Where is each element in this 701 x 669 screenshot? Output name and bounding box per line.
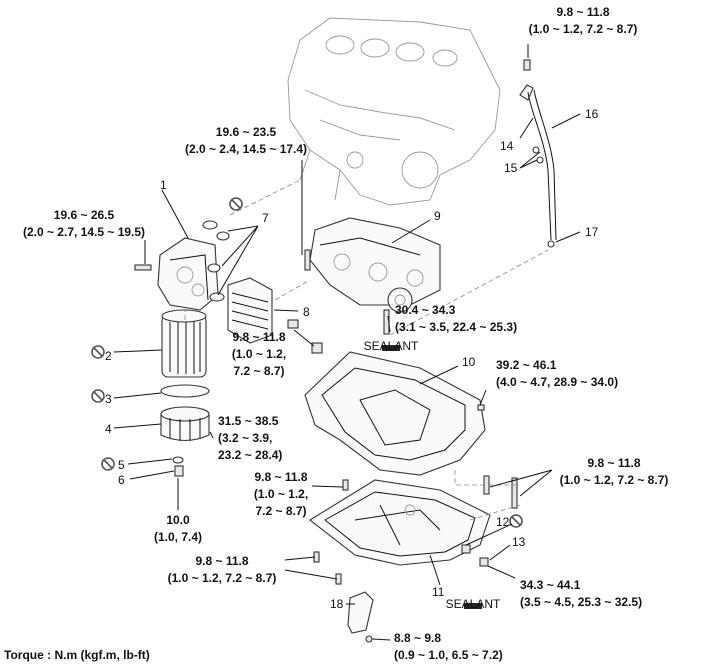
callout-3: 3 [105,392,112,406]
no-reuse-icon [91,345,105,359]
callout-9: 9 [434,209,441,223]
torque-drain-plug-value: 34.3 ~ 44.1 [520,578,581,592]
torque-dipstick-bolt-value: 9.8 ~ 11.8 [556,5,609,19]
torque-cooler-units-1: (1.0 ~ 1.2, [232,347,286,361]
torque-drain-value: 10.0 [166,513,190,527]
sealant-tag-lower: SEALANT [446,597,501,611]
no-reuse-icon [91,389,105,403]
upper-oil-pan [304,351,486,491]
sealant-tags: SEALANT SEALANT [364,339,501,611]
oil-cooler [227,277,323,354]
callout-17: 17 [585,225,599,239]
torque-bracket-value: 8.8 ~ 9.8 [394,631,441,645]
do-not-reuse-symbols [91,197,523,528]
callout-1: 1 [160,178,167,192]
torque-lower-pan-left-units: (1.0 ~ 1.2, 7.2 ~ 8.7) [168,571,277,585]
torque-upper-pan-value: 39.2 ~ 46.1 [496,358,557,372]
torque-cooler-units-2: 7.2 ~ 8.7) [233,364,284,378]
engine-block [287,17,501,206]
torque-lower-pan-top-value: 9.8 ~ 11.8 [254,470,307,484]
callout-15: 15 [504,161,518,175]
torque-unit-legend: Torque : N.m (kgf.m, lb-ft) [4,648,150,662]
callout-4: 4 [105,422,112,436]
torque-bracket-units: (0.9 ~ 1.0, 6.5 ~ 7.2) [394,648,503,662]
callout-10: 10 [462,355,476,369]
oil-pump-module [304,217,441,335]
callout-11: 11 [432,585,445,599]
torque-cooler-value: 9.8 ~ 11.8 [232,330,285,344]
callout-6: 6 [118,473,125,487]
torque-drain-plug-units: (3.5 ~ 4.5, 25.3 ~ 32.5) [520,595,642,609]
torque-filter-cap-value: 31.5 ~ 38.5 [218,414,279,428]
torque-filter-housing-units: (2.0 ~ 2.7, 14.5 ~ 19.5) [23,225,145,239]
torque-pump-value: 30.4 ~ 34.3 [395,303,456,317]
torque-pan-right-units: (1.0 ~ 1.2, 7.2 ~ 8.7) [560,473,669,487]
torque-labels: 9.8 ~ 11.8 (1.0 ~ 1.2, 7.2 ~ 8.7) 19.6 ~… [23,5,668,662]
no-reuse-icon [509,514,523,528]
torque-drain-units: (1.0, 7.4) [154,530,202,544]
dipstick-assembly [519,59,557,248]
callout-2: 2 [105,349,112,363]
leader-lines [113,44,581,641]
callout-12: 12 [496,515,510,529]
o-rings [202,220,230,302]
callout-18: 18 [330,597,344,611]
torque-pump-units: (3.1 ~ 3.5, 22.4 ~ 25.3) [395,320,517,334]
filter-cap [160,384,210,442]
sealant-tag-upper: SEALANT [364,339,419,353]
torque-filter-cap-units-1: (3.2 ~ 3.9, [218,431,272,445]
callout-16: 16 [585,107,599,121]
callout-8: 8 [303,305,310,319]
oil-filter-element [161,309,207,378]
torque-lower-pan-left-value: 9.8 ~ 11.8 [195,554,248,568]
lower-oil-pan [309,479,491,585]
no-reuse-icon [229,197,243,211]
torque-block-bolt-value: 19.6 ~ 23.5 [216,125,277,139]
torque-filter-cap-units-2: 23.2 ~ 28.4) [218,448,282,462]
torque-dipstick-bolt-units: (1.0 ~ 1.2, 7.2 ~ 8.7) [529,22,638,36]
callout-7: 7 [262,211,269,225]
torque-block-bolt-units: (2.0 ~ 2.4, 14.5 ~ 17.4) [185,142,307,156]
callout-14: 14 [500,139,514,153]
no-reuse-icon [101,457,115,471]
torque-pan-right-value: 9.8 ~ 11.8 [587,456,640,470]
callout-13: 13 [512,535,526,549]
torque-lower-pan-top-units-1: (1.0 ~ 1.2, [254,487,308,501]
torque-upper-pan-units: (4.0 ~ 4.7, 28.9 ~ 34.0) [496,375,618,389]
torque-lower-pan-top-units-2: 7.2 ~ 8.7) [255,504,306,518]
torque-filter-housing-value: 19.6 ~ 26.5 [54,208,115,222]
oil-pan-bracket [347,591,374,643]
callout-5: 5 [118,458,125,472]
filter-drain-plug [172,456,184,477]
callout-numbers: 1 2 3 4 5 6 7 8 9 10 11 12 13 14 15 16 1… [105,107,599,611]
oil-filter-housing [134,237,219,311]
